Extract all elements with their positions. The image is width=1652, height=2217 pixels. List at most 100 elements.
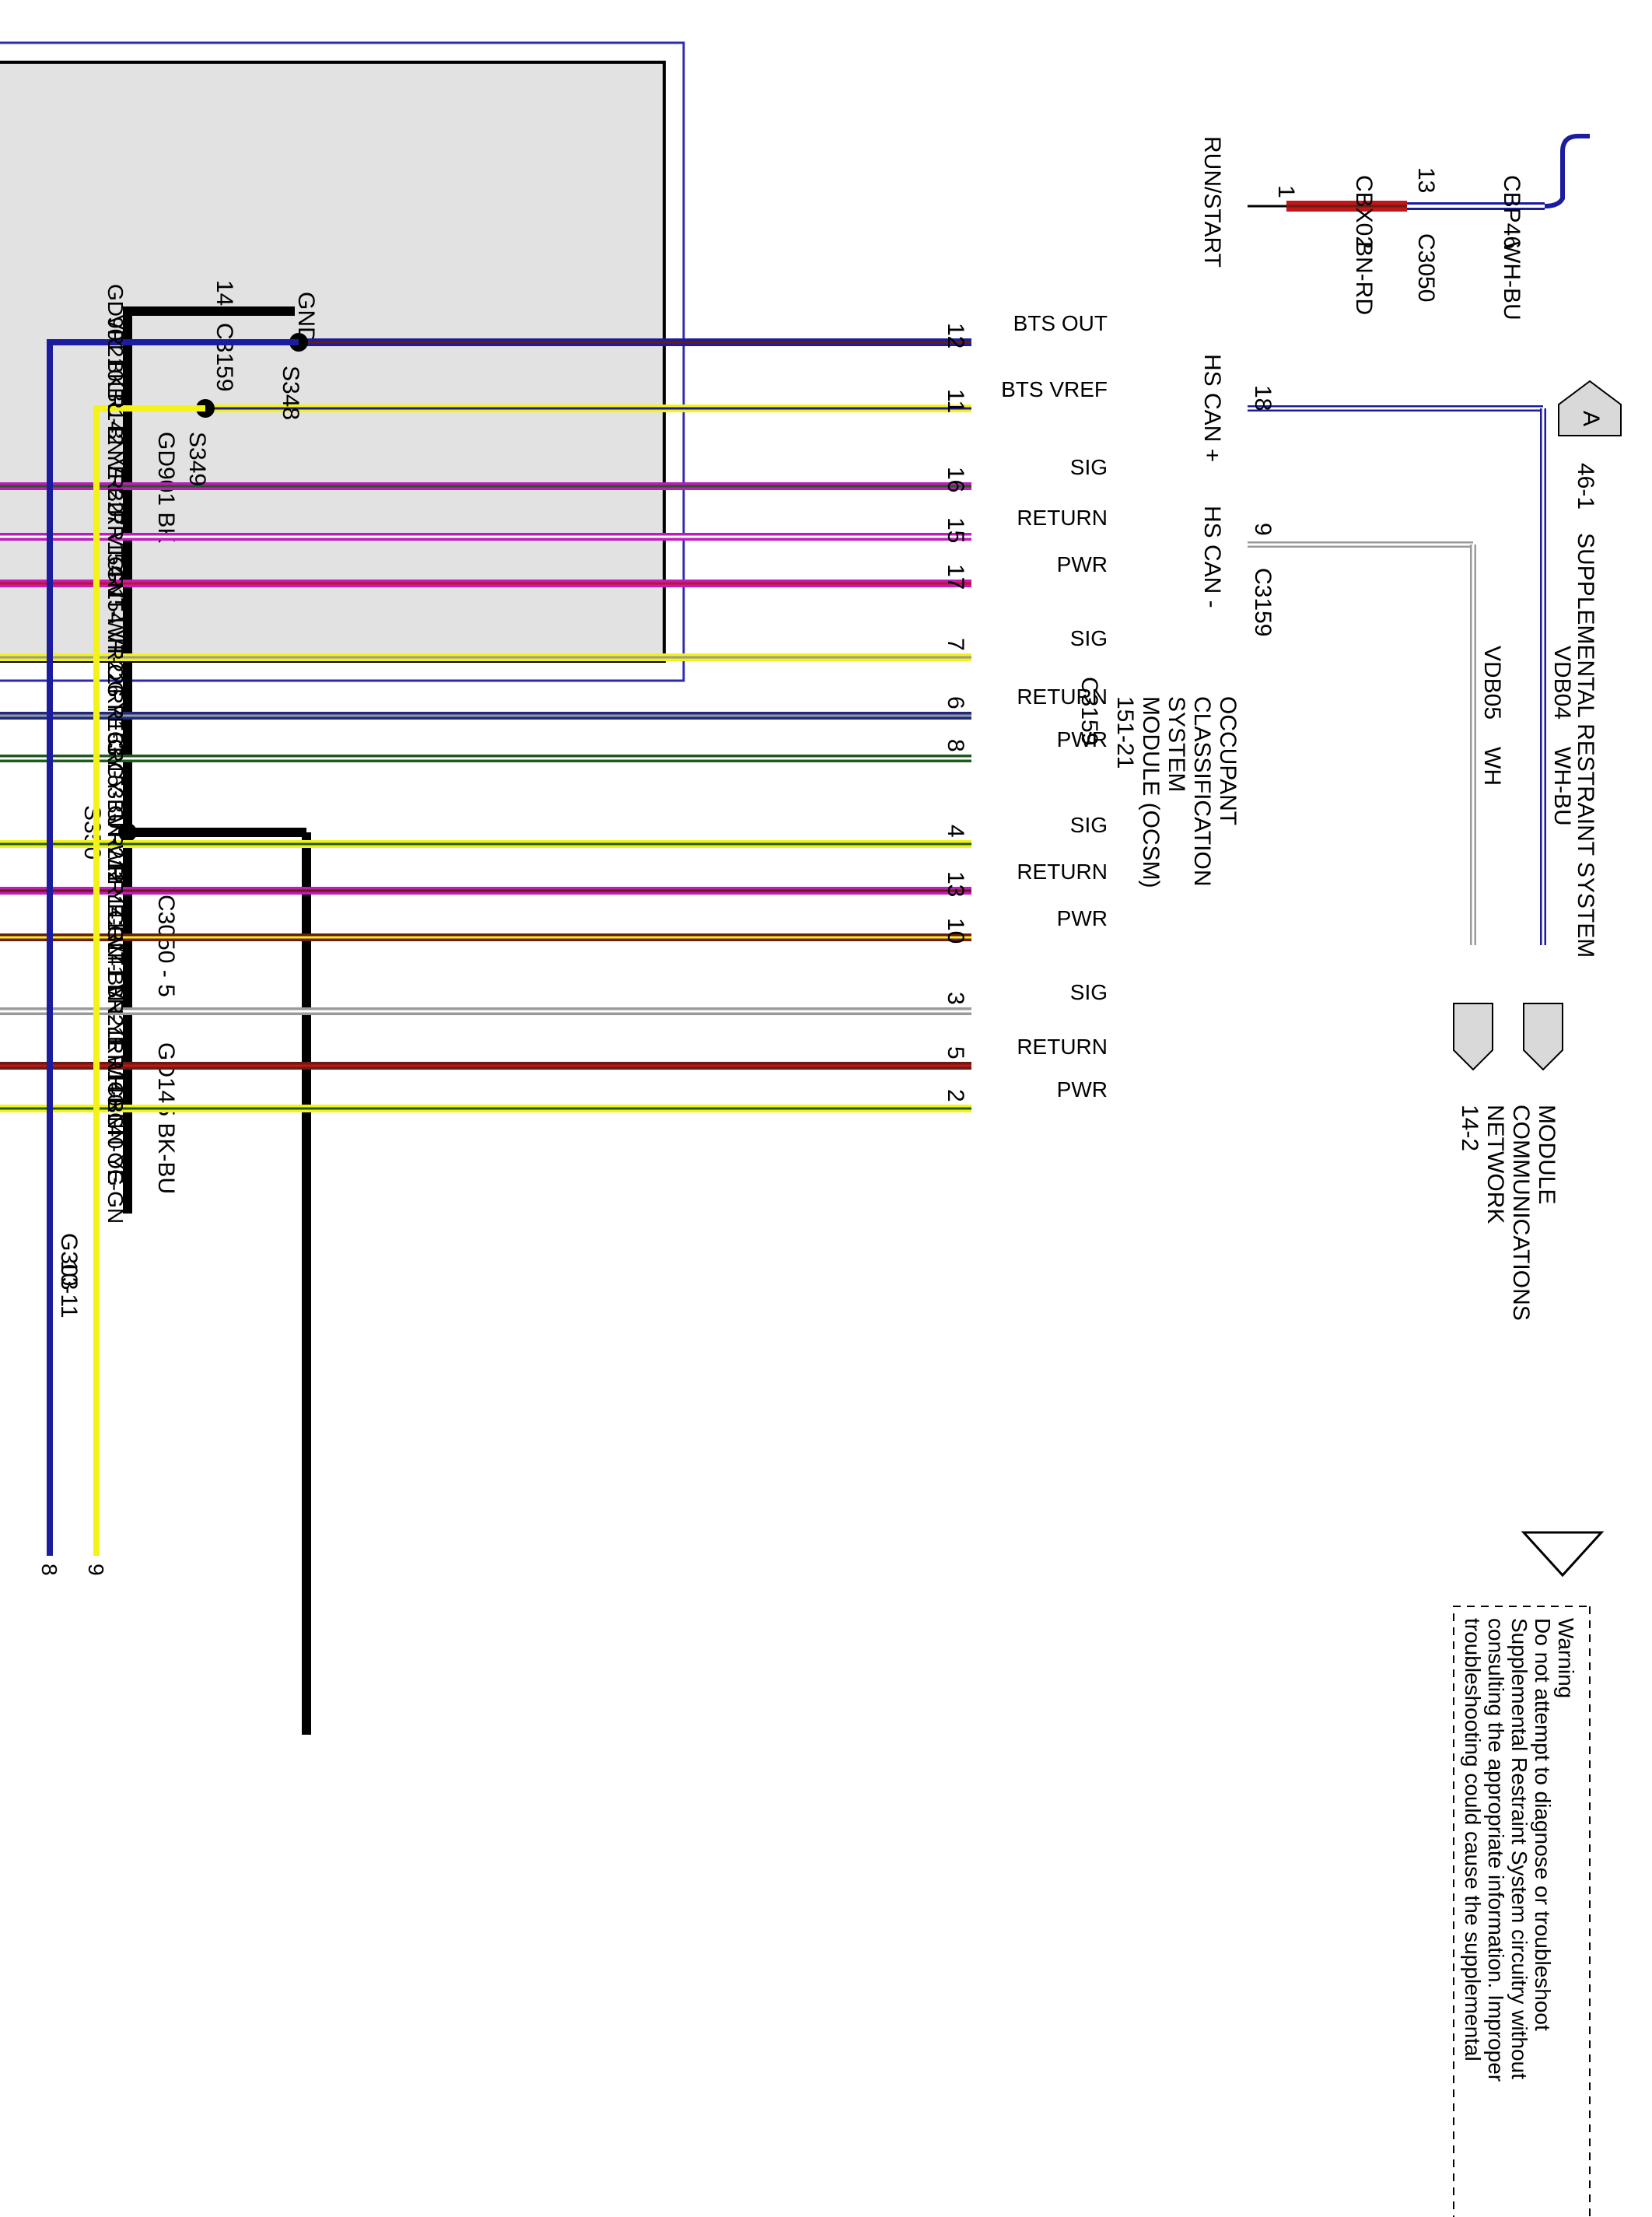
warning-line-1: Do not attempt to diagnose or troublesho… [1531, 1618, 1555, 2031]
sensor-1-wire-0: CR140 YE-GN [103, 1081, 128, 1224]
sensor-5-wire-0: LR142 YE-BU [103, 381, 128, 517]
sensor-2-wire-0: CR141 BN-YE [103, 910, 128, 1051]
pin-1: 1 [1273, 185, 1299, 198]
vdb04-name: VDB04 [1549, 646, 1575, 720]
network-flag-1[interactable] [1523, 1003, 1563, 1071]
bottom-pin-label-2: SIG [1070, 980, 1108, 1004]
ref-system: SUPPLEMENTAL RESTRAINT SYSTEM [1573, 533, 1598, 958]
network-line-2: COMMUNICATIONS [1508, 1105, 1534, 1321]
s348-label: S348 [278, 366, 303, 420]
wires-layer [0, 333, 971, 1556]
ground-line-2: 10-11 [56, 1260, 82, 1319]
pin-label-hs-can-plus: HS CAN + [1199, 354, 1225, 462]
bottom-pin-label-4: RETURN [1017, 860, 1108, 884]
network-line-1: MODULE [1534, 1105, 1559, 1204]
module-pin-11: 11 [943, 389, 968, 413]
bottom-pin-label-10: RETURN [1017, 506, 1108, 530]
can-minus-pin: 9 [1250, 523, 1276, 536]
sensor-3-wire-1: RR153 GY-BU [103, 688, 128, 829]
can-connector: C3159 [1250, 568, 1276, 636]
wire2-color: WH-BU [1499, 241, 1524, 320]
bottom-pin-label-9: PWR [1057, 552, 1108, 576]
vdb05-color: WH [1479, 747, 1505, 786]
sensor-4-wire-1: RR154 VT-WH [103, 510, 128, 653]
module-pin-5: 5 [943, 1046, 968, 1059]
sensor-3-wire-0: CR153 GN-WH [103, 731, 128, 881]
warning-box: Warning Do not attempt to diagnose or tr… [1453, 1531, 1605, 2217]
bottom-pin-label-13: BTS OUT [1013, 311, 1108, 335]
c3050-5-label: C3050 - 5 [153, 895, 179, 997]
network-line-3: NETWORK [1482, 1105, 1508, 1224]
bottom-pin-label-7: RETURN [1017, 685, 1108, 709]
bottom-pin-label-8: SIG [1070, 626, 1108, 650]
not-used-pin-1: 8 [37, 1564, 61, 1576]
warning-triangle-icon [1521, 1531, 1605, 1578]
ref-page: 46-1 [1573, 463, 1598, 510]
bottom-pin-label-6: PWR [1057, 727, 1108, 751]
sensor-4-wire-2: VR227 VT-GN [103, 459, 128, 598]
pin-label-run-start: RUN/START [1199, 136, 1225, 268]
module-name-line-1: OCCUPANT [1215, 696, 1241, 825]
wire1-name: CBX02 [1351, 175, 1377, 249]
labels-layer: PWR RETURN SIG PWR RETURN SIG PWR RETURN SIG PWR R… [37, 284, 1108, 1576]
can-plus-pin: 18 [1250, 385, 1276, 411]
not-used-pin-0: 9 [84, 1564, 108, 1576]
bottom-pin-label-1: RETURN [1017, 1035, 1108, 1059]
bottom-pin-label-3: PWR [1057, 906, 1108, 930]
module-name-line-5: 151-21 [1112, 696, 1138, 769]
ocsm-module[interactable] [0, 41, 685, 682]
module-pin-17: 17 [943, 564, 968, 590]
sensor-2-wire-2: VR212 YE-GN [103, 817, 128, 958]
module-pin-3: 3 [943, 992, 968, 1005]
module-pin-13: 13 [943, 871, 968, 897]
sensor-1-wire-2: VR211 WH-BN [103, 984, 128, 1129]
branch-lr142 [93, 405, 205, 1556]
module-name-line-2: CLASSIFICATION [1189, 696, 1215, 886]
splice-s350 [118, 823, 137, 842]
ground-line-1: G303 [56, 1233, 82, 1290]
branch-vr210 [47, 339, 299, 1556]
module-pin-15: 15 [943, 517, 968, 543]
module-pin-10: 10 [943, 918, 968, 944]
module-pin-2: 2 [943, 1089, 968, 1102]
ref-a-letter: A [1578, 411, 1604, 426]
diagram-rotated-group: OCCUPANT CLASSIFICATION SYSTEM MODULE (O… [0, 41, 1622, 2217]
module-pin-7: 7 [943, 638, 968, 651]
bottom-pin-label-5: SIG [1070, 813, 1108, 837]
pin-label-hs-can-minus: HS CAN - [1199, 506, 1225, 608]
sensor-2-wire-1: RR141 VT-BN [103, 863, 128, 1001]
wire1-color: BN-RD [1351, 241, 1377, 315]
sensor-1-wire-1: RR140 GN-OG [103, 1038, 128, 1186]
sensor-3-wire-2: VR226 YE-GY [103, 630, 128, 770]
s349-label: S349 [184, 432, 210, 486]
ref-a-flag[interactable]: A [1558, 380, 1622, 436]
vdb04-color: WH-BU [1549, 747, 1575, 826]
bottom-pin-label-11: SIG [1070, 455, 1108, 479]
gnd-pin: 14 [212, 280, 237, 306]
sensor-5-wire-1: VR210 BU-BN [103, 315, 128, 456]
wire2-name: CBP46 [1499, 175, 1524, 249]
sensor-5-wire-2: GD901 BK [103, 284, 128, 388]
module-pin-4: 4 [943, 825, 968, 838]
wire-gd901 [123, 306, 295, 1214]
module-pin-16: 16 [943, 467, 968, 492]
sensor-4-wire-0: CR154 VT-OG [103, 556, 128, 698]
module-pin-8: 8 [943, 739, 968, 752]
bottom-pin-label-12: BTS VREF [1001, 377, 1108, 401]
gnd-connector: C3159 [212, 323, 237, 391]
s350-label: S350 [79, 805, 105, 860]
warning-line-2: Supplemental Restraint System circuitry … [1507, 1618, 1531, 2079]
module-pin-6: 6 [943, 696, 968, 709]
warning-title: Warning [1554, 1618, 1578, 1698]
warning-line-3: consulting the appropriate information. … [1484, 1618, 1508, 2082]
module-name-line-4: MODULE (OCSM) [1138, 696, 1164, 888]
warning-line-4: troubleshooting could cause the suppleme… [1461, 1618, 1485, 2061]
module-connector-label: C3159 [1076, 677, 1102, 745]
network-line-4: 14-2 [1457, 1105, 1482, 1151]
module-name-line-3: SYSTEM [1164, 696, 1189, 792]
module-pin-12: 12 [943, 323, 968, 348]
network-flag-2[interactable] [1453, 1003, 1493, 1071]
bottom-pin-label-0: PWR [1057, 1077, 1108, 1101]
junction-connector: C3050 [1413, 233, 1439, 302]
